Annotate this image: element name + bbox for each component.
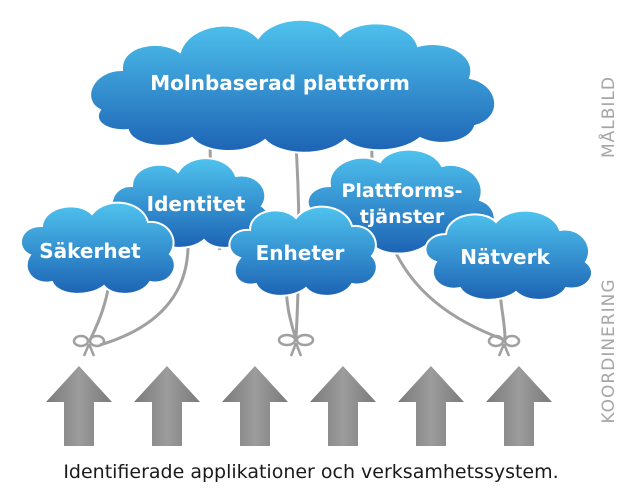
- diagram-caption: Identifierade applikationer och verksamh…: [63, 461, 559, 483]
- cloud-main-label: Molnbaserad plattform: [150, 71, 410, 95]
- cloud-sakerhet: Säkerhet: [19, 201, 176, 295]
- side-label-malbild: MÅLBILD: [599, 76, 619, 159]
- arrow-1: [46, 366, 112, 446]
- string-identitet: [99, 239, 190, 347]
- arrow-6: [486, 366, 552, 446]
- cloud-identitet-label: Identitet: [147, 192, 246, 216]
- bow-center: [277, 333, 315, 357]
- cloud-sakerhet-label: Säkerhet: [39, 239, 141, 263]
- bows: [72, 333, 521, 357]
- arrow-3: [222, 366, 288, 446]
- side-label-koordinering: KOORDINERING: [599, 278, 619, 424]
- arrow-2: [134, 366, 200, 446]
- cloud-natverk-label: Nätverk: [460, 245, 550, 269]
- cloud-enheter: Enheter: [228, 205, 378, 297]
- bow-right: [487, 334, 521, 357]
- bow-left: [72, 334, 106, 357]
- arrow-4: [310, 366, 376, 446]
- cloud-natverk: Nätverk: [424, 209, 593, 301]
- cloud-main: Molnbaserad plattform: [89, 18, 496, 154]
- cloud-plattformstjanster-label-1: Plattforms-: [341, 180, 462, 202]
- arrows: [46, 366, 552, 446]
- string-plattform: [388, 239, 506, 342]
- arrow-5: [398, 366, 464, 446]
- cloud-enheter-label: Enheter: [256, 241, 345, 265]
- cloud-plattformstjanster-label-2: tjänster: [360, 206, 445, 228]
